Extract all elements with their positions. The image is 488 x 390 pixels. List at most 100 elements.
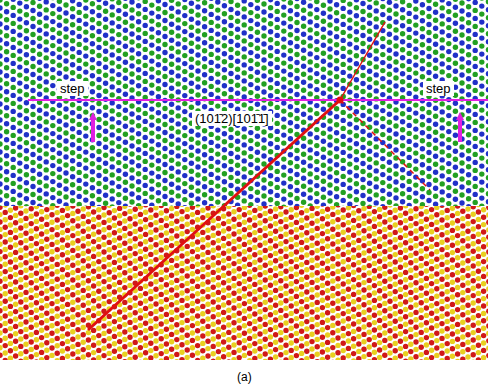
atom: [486, 79, 488, 84]
atom: [136, 107, 141, 112]
atom: [466, 196, 471, 201]
atom: [202, 24, 207, 29]
atom: [103, 81, 108, 86]
atom: [215, 87, 220, 92]
atom: [83, 165, 88, 170]
atom: [57, 119, 62, 124]
atom: [255, 86, 260, 91]
atom: [182, 125, 187, 130]
atom: [308, 131, 313, 136]
atom: [96, 5, 101, 10]
atom: [4, 73, 9, 78]
atom: [341, 110, 346, 115]
atom: [176, 73, 181, 78]
atom: [420, 106, 425, 111]
atom: [77, 138, 82, 143]
atom: [202, 16, 207, 21]
atom: [103, 105, 108, 110]
atom: [215, 175, 220, 180]
atom: [308, 187, 313, 192]
atom: [486, 71, 488, 76]
atom: [129, 111, 134, 116]
atom: [202, 0, 207, 5]
atom: [57, 183, 62, 188]
atom: [393, 83, 398, 88]
atom: [393, 43, 398, 48]
atom: [465, 206, 470, 211]
atom: [301, 184, 306, 189]
atom: [486, 159, 488, 164]
atom: [308, 147, 313, 152]
atom: [453, 133, 458, 138]
atom: [426, 70, 431, 75]
atom: [70, 110, 75, 115]
atom: [281, 116, 286, 121]
atom: [90, 9, 95, 14]
atom: [294, 156, 299, 161]
atom: [0, 173, 3, 178]
atom: [123, 60, 128, 65]
atom: [129, 87, 134, 92]
atom: [248, 42, 253, 47]
atom: [479, 11, 484, 16]
atom: [380, 148, 385, 153]
atom: [374, 176, 379, 181]
atom: [413, 102, 418, 107]
atom: [433, 106, 438, 111]
atom: [209, 180, 214, 185]
atom: [321, 75, 326, 80]
atom: [248, 18, 253, 23]
atom: [77, 2, 82, 7]
atom: [30, 88, 35, 93]
atom: [103, 129, 108, 134]
atom: [360, 9, 365, 14]
atom: [261, 137, 266, 142]
atom: [321, 123, 326, 128]
atom: [90, 169, 95, 174]
atom: [209, 172, 214, 177]
atom: [222, 67, 227, 72]
atom: [466, 116, 471, 121]
atom: [30, 48, 35, 53]
atom: [30, 72, 35, 77]
atom: [426, 110, 431, 115]
atom: [17, 168, 22, 173]
atom: [275, 25, 280, 30]
atom: [360, 41, 365, 46]
atom: [294, 116, 299, 121]
atom: [242, 126, 247, 131]
atom: [176, 193, 181, 198]
atom: [479, 123, 484, 128]
atom: [473, 176, 478, 181]
atom: [393, 171, 398, 176]
atom: [466, 180, 471, 185]
atom: [314, 0, 319, 4]
atom: [202, 40, 207, 45]
atom: [116, 64, 121, 69]
atom: [446, 129, 451, 134]
atom: [162, 90, 167, 95]
atom: [275, 73, 280, 78]
atom: [195, 84, 200, 89]
atom: [341, 54, 346, 59]
atom: [189, 129, 194, 134]
atom: [440, 189, 445, 194]
atom: [209, 60, 214, 65]
atom: [275, 49, 280, 54]
atom: [380, 68, 385, 73]
atom: [11, 29, 16, 34]
atom: [242, 86, 247, 91]
atom: [354, 141, 359, 146]
atom: [327, 22, 332, 27]
atom: [30, 184, 35, 189]
atom: [189, 1, 194, 6]
atom: [90, 105, 95, 110]
atom: [182, 77, 187, 82]
atom: [387, 136, 392, 141]
atom: [288, 160, 293, 165]
atom: [222, 83, 227, 88]
atom: [360, 145, 365, 150]
atom: [466, 12, 471, 17]
atom: [420, 146, 425, 151]
atom: [4, 201, 9, 206]
